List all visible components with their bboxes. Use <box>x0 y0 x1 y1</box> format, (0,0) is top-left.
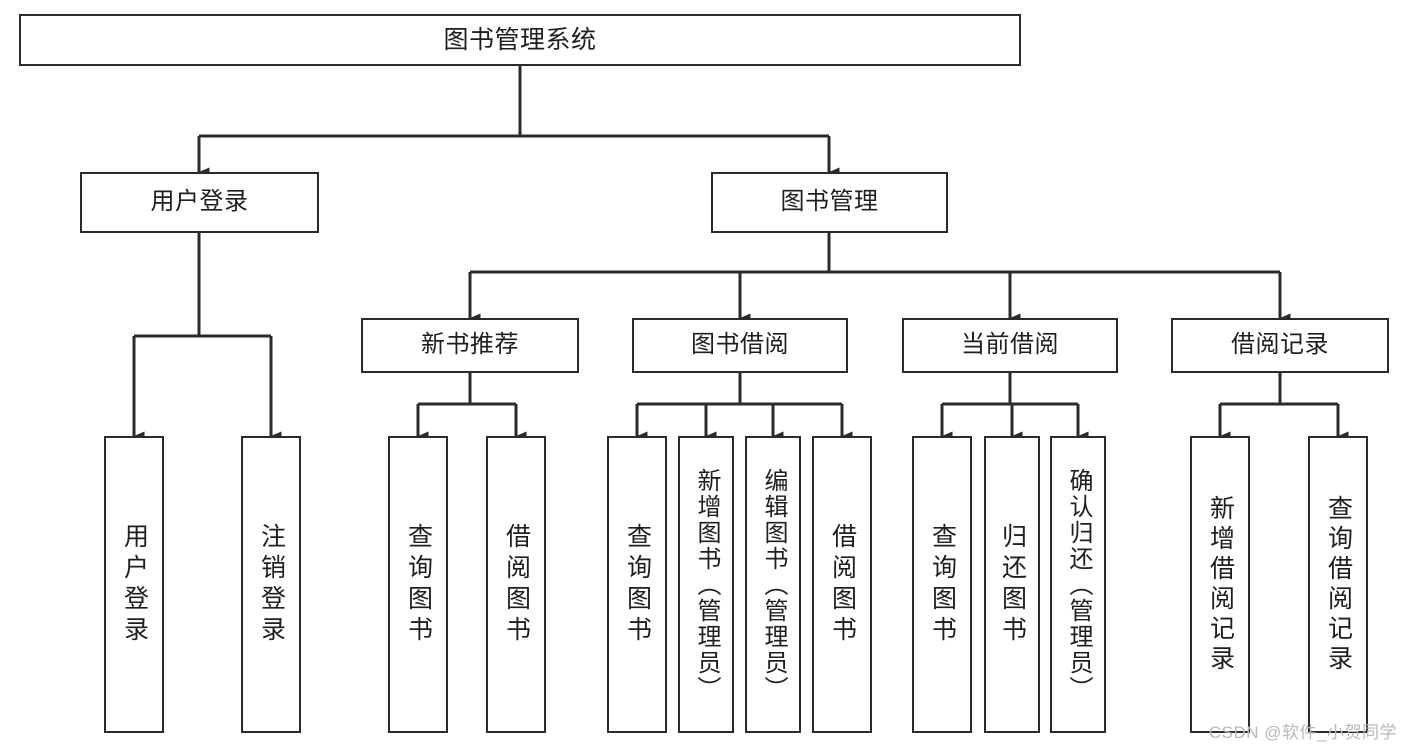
node-leaf-5-label: 查询图书 <box>623 522 652 647</box>
node-leaf-8-label: 借阅图书 <box>828 522 857 647</box>
node-level1-1[interactable]: 用户登录 <box>80 172 319 233</box>
node-leaf-10-label: 归还图书 <box>998 522 1027 647</box>
node-leaf-1[interactable]: 用户登录 <box>104 436 164 733</box>
node-leaf-9[interactable]: 查询图书 <box>912 436 972 733</box>
node-level1-2-label: 图书管理 <box>780 188 879 216</box>
node-leaf-2[interactable]: 注销登录 <box>241 436 301 733</box>
node-leaf-9-label: 查询图书 <box>928 522 957 647</box>
node-leaf-6[interactable]: 新增图书（管理员） <box>678 436 734 733</box>
node-level2-2-label: 图书借阅 <box>691 331 789 359</box>
node-leaf-3-label: 查询图书 <box>404 522 433 647</box>
csdn-watermark: CSDN @软件_小贺同学 <box>1208 723 1397 742</box>
node-level2-1[interactable]: 新书推荐 <box>361 318 579 373</box>
node-level2-1-label: 新书推荐 <box>421 331 519 359</box>
node-leaf-3[interactable]: 查询图书 <box>388 436 448 733</box>
node-leaf-5[interactable]: 查询图书 <box>607 436 667 733</box>
node-leaf-12[interactable]: 新增借阅记录 <box>1190 436 1250 733</box>
node-leaf-4-label: 借阅图书 <box>502 522 531 647</box>
node-leaf-11-label: 确认归还（管理员） <box>1065 467 1092 702</box>
node-leaf-7-label: 编辑图书（管理员） <box>760 467 787 702</box>
node-leaf-13-label: 查询借阅记录 <box>1324 494 1353 675</box>
node-leaf-4[interactable]: 借阅图书 <box>486 436 546 733</box>
node-level2-2[interactable]: 图书借阅 <box>632 318 848 373</box>
node-level2-3[interactable]: 当前借阅 <box>902 318 1118 373</box>
node-root-label: 图书管理系统 <box>443 26 597 54</box>
node-root[interactable]: 图书管理系统 <box>19 14 1021 66</box>
node-leaf-6-label: 新增图书（管理员） <box>693 467 720 702</box>
node-leaf-10[interactable]: 归还图书 <box>984 436 1040 733</box>
node-leaf-11[interactable]: 确认归还（管理员） <box>1050 436 1106 733</box>
node-leaf-1-label: 用户登录 <box>120 522 149 647</box>
node-level2-4-label: 借阅记录 <box>1231 331 1329 359</box>
node-leaf-12-label: 新增借阅记录 <box>1206 494 1235 675</box>
node-leaf-2-label: 注销登录 <box>257 522 286 647</box>
node-level2-3-label: 当前借阅 <box>961 331 1059 359</box>
node-leaf-13[interactable]: 查询借阅记录 <box>1308 436 1368 733</box>
node-level1-1-label: 用户登录 <box>150 188 249 216</box>
node-level2-4[interactable]: 借阅记录 <box>1171 318 1389 373</box>
node-leaf-8[interactable]: 借阅图书 <box>812 436 872 733</box>
node-level1-2[interactable]: 图书管理 <box>711 172 948 233</box>
node-leaf-7[interactable]: 编辑图书（管理员） <box>745 436 801 733</box>
